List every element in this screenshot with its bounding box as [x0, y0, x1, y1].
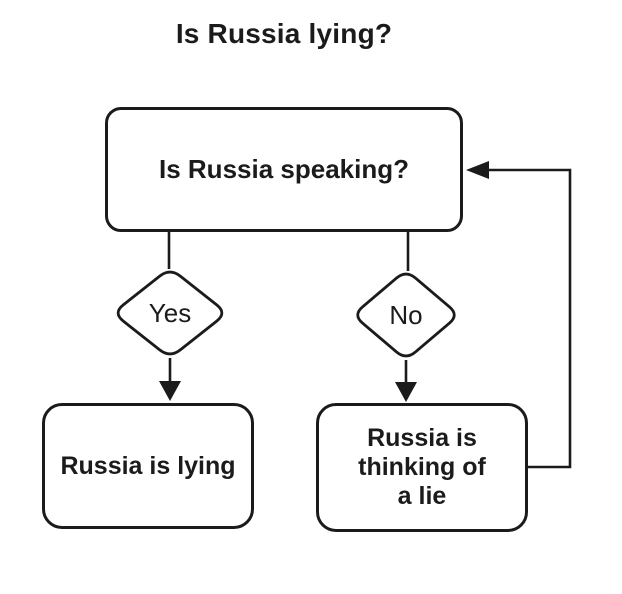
- loop-connector-thinking-to-root: [489, 168, 572, 469]
- arrowhead-down-no-icon: [395, 382, 417, 402]
- no-result-line-1: Russia is: [367, 424, 477, 452]
- arrowhead-left-loop-icon: [466, 161, 489, 179]
- yes-branch-label: Yes: [148, 298, 192, 328]
- flowchart-title: Is Russia lying?: [175, 18, 393, 49]
- no-branch-label: No: [389, 300, 423, 330]
- no-decision-diamond: [356, 272, 456, 358]
- arrowhead-down-yes-icon: [159, 381, 181, 401]
- no-result-line-2: thinking of: [358, 453, 486, 481]
- yes-decision-diamond: [116, 270, 224, 356]
- no-result-line-3: a lie: [397, 482, 447, 510]
- yes-result-label: Russia is lying: [60, 451, 236, 480]
- node-russia-is-lying: Russia is lying: [42, 403, 254, 529]
- node-russia-thinking-of-lie: Russia is thinking of a lie: [316, 403, 528, 532]
- node-is-russia-speaking: Is Russia speaking?: [105, 107, 463, 232]
- root-node-label: Is Russia speaking?: [159, 154, 409, 184]
